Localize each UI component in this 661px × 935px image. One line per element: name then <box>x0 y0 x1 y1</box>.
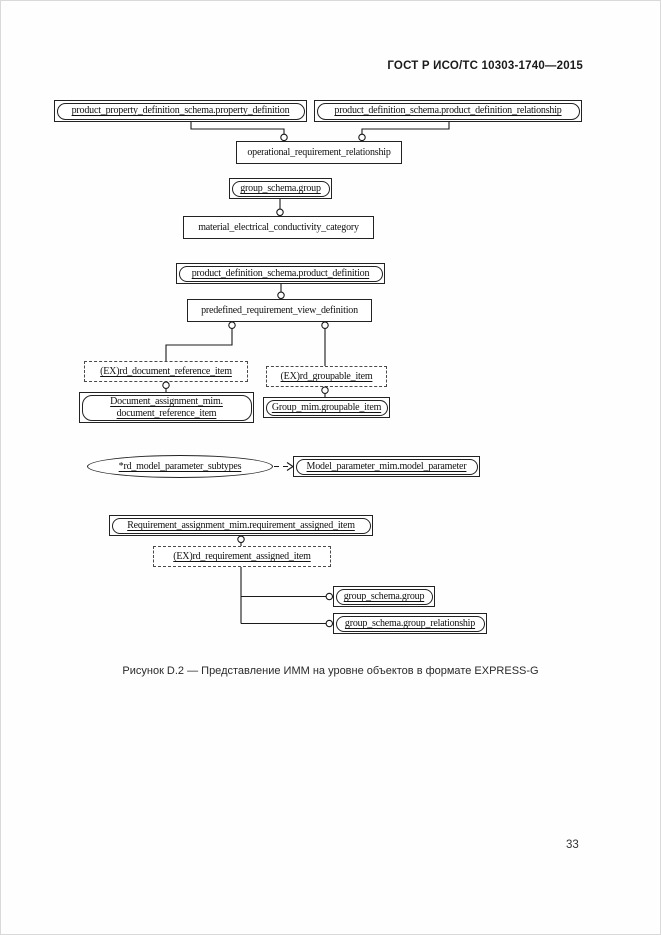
schema-ref-pill: group_schema.group <box>231 180 330 197</box>
node-document-assignment-mim-document-reference-item: Document_assignment_mim. document_refere… <box>79 392 254 423</box>
subtype-circle <box>228 321 236 329</box>
node-label: Model_parameter_mim.model_parameter <box>306 460 467 472</box>
schema-ref-pill: group_schema.group_relationship <box>335 615 485 632</box>
node-label: *rd_model_parameter_subtypes <box>118 461 242 472</box>
node-operational-requirement-relationship: operational_requirement_relationship <box>236 141 402 164</box>
subtype-circle <box>276 208 284 217</box>
node-label: material_electrical_conductivity_categor… <box>198 222 359 233</box>
node-label: group_schema.group <box>240 182 321 194</box>
node-label: operational_requirement_relationship <box>247 147 391 158</box>
subtype-circle <box>277 291 285 300</box>
node-label: (EX)rd_document_reference_item <box>100 366 232 377</box>
node-label: Group_mim.groupable_item <box>271 401 382 413</box>
node-label: (EX)rd_groupable_item <box>280 371 373 382</box>
subtype-circle <box>321 321 329 329</box>
connector-b-c <box>361 122 450 134</box>
subtype-circle <box>358 133 366 142</box>
node-label: predefined_requirement_view_definition <box>201 305 358 316</box>
figure-caption: Рисунок D.2 — Представление ИММ на уровн… <box>122 665 539 677</box>
connector-g-h <box>165 328 233 361</box>
node-group-schema-group-bottom: group_schema.group <box>333 586 435 607</box>
schema-ref-pill: Document_assignment_mim. document_refere… <box>81 394 252 421</box>
subtype-circle <box>162 381 170 389</box>
node-product-definition-schema-product-definition-relationship: product_definition_schema.product_defini… <box>314 100 582 122</box>
subtype-circle <box>237 535 245 544</box>
node-ex-rd-requirement-assigned-item: (EX)rd_requirement_assigned_item <box>153 546 331 567</box>
node-label-line2: document_reference_item <box>116 407 217 419</box>
schema-ref-pill: Model_parameter_mim.model_parameter <box>295 458 478 475</box>
node-label: group_schema.group <box>343 590 425 602</box>
node-predefined-requirement-view-definition: predefined_requirement_view_definition <box>187 299 372 322</box>
node-model-parameter-mim-model-parameter: Model_parameter_mim.model_parameter <box>293 456 480 477</box>
node-label: Requirement_assignment_mim.requirement_a… <box>127 519 355 531</box>
node-group-schema-group-top: group_schema.group <box>229 178 332 199</box>
page-header: ГОСТ Р ИСО/ТС 10303-1740—2015 <box>387 60 583 72</box>
node-label: product_definition_schema.product_defini… <box>334 105 562 117</box>
schema-ref-pill: product_property_definition_schema.prope… <box>56 102 305 120</box>
node-ex-rd-groupable-item: (EX)rd_groupable_item <box>266 366 387 387</box>
node-requirement-assignment-mim-requirement-assigned-item: Requirement_assignment_mim.requirement_a… <box>109 515 373 536</box>
schema-ref-pill: product_definition_schema.product_defini… <box>316 102 580 120</box>
node-label: product_property_definition_schema.prope… <box>71 105 290 117</box>
schema-ref-pill: group_schema.group <box>335 588 433 605</box>
schema-ref-pill: product_definition_schema.product_defini… <box>178 265 383 282</box>
node-group-schema-group-relationship: group_schema.group_relationship <box>333 613 487 634</box>
node-group-mim-groupable-item: Group_mim.groupable_item <box>263 397 390 418</box>
node-label-line1: Document_assignment_mim. <box>110 396 223 408</box>
node-label: (EX)rd_requirement_assigned_item <box>173 551 311 562</box>
schema-ref-pill: Group_mim.groupable_item <box>265 399 388 416</box>
node-product-definition-schema-product-definition: product_definition_schema.product_defini… <box>176 263 385 284</box>
subtype-circle <box>325 592 334 601</box>
node-label: group_schema.group_relationship <box>344 617 476 629</box>
subtype-circle <box>321 386 329 394</box>
page-number: 33 <box>566 839 579 851</box>
node-material-electrical-conductivity-category: material_electrical_conductivity_categor… <box>183 216 374 239</box>
schema-ref-pill: Requirement_assignment_mim.requirement_a… <box>111 517 371 534</box>
node-rd-model-parameter-subtypes-oval: *rd_model_parameter_subtypes <box>87 455 273 478</box>
subtype-circle <box>325 619 334 628</box>
connector-a-c <box>190 122 285 134</box>
node-label: product_definition_schema.product_defini… <box>191 267 370 279</box>
subtype-circle <box>280 133 288 142</box>
node-product-property-definition-schema-property-definition: product_property_definition_schema.prope… <box>54 100 307 122</box>
node-ex-rd-document-reference-item: (EX)rd_document_reference_item <box>84 361 248 382</box>
